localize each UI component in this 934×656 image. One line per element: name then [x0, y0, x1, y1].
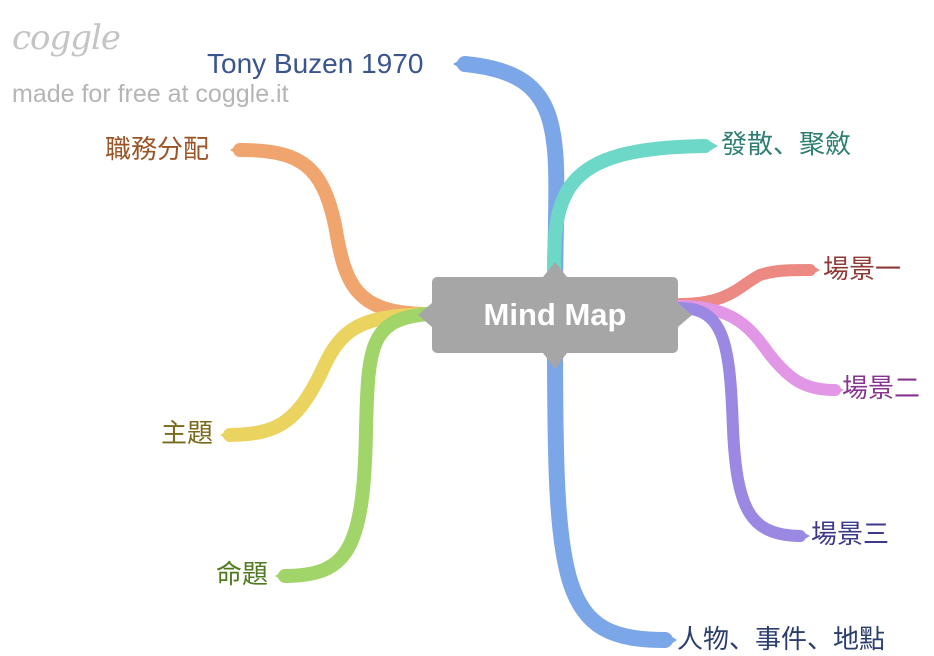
- node-label-topic[interactable]: 主題: [161, 419, 214, 449]
- branch-people-events-places[interactable]: [547, 327, 673, 648]
- watermark-text: made for free at coggle.it: [12, 80, 289, 108]
- branch-scene-three[interactable]: [674, 302, 806, 542]
- branch-scene-two[interactable]: [674, 300, 841, 396]
- branch-scene-one[interactable]: [674, 264, 816, 310]
- branch-topic[interactable]: [223, 307, 437, 442]
- arrow-tip-duty: [230, 143, 242, 157]
- center-node-label: Mind Map: [483, 297, 627, 332]
- branch-duty-assignment[interactable]: [233, 143, 437, 321]
- node-label-scene-two[interactable]: 場景二: [842, 374, 921, 404]
- arrow-tip-topic: [220, 428, 232, 442]
- arrow-tip-tony: [453, 56, 466, 72]
- branch-divergence[interactable]: [547, 139, 712, 302]
- branch-proposition[interactable]: [278, 307, 437, 583]
- arrow-tip-scene-three: [799, 530, 810, 542]
- node-label-duty-assignment[interactable]: 職務分配: [105, 135, 210, 165]
- arrow-tip-divergence: [706, 139, 718, 153]
- arrow-tip-scene-two: [833, 384, 844, 396]
- arrow-tip-scene-one: [809, 264, 820, 276]
- node-label-divergence[interactable]: 發散、聚斂: [721, 130, 852, 160]
- node-label-proposition[interactable]: 命題: [216, 560, 269, 590]
- coggle-logo: coggle: [12, 18, 121, 58]
- node-label-people-events-places[interactable]: 人物、事件、地點: [677, 625, 886, 655]
- node-label-tony-buzen[interactable]: Tony Buzen 1970: [207, 48, 424, 79]
- node-label-scene-three[interactable]: 場景三: [811, 520, 890, 550]
- node-label-scene-one[interactable]: 場景一: [823, 255, 902, 285]
- center-node[interactable]: [432, 277, 678, 353]
- arrow-tip-people: [665, 632, 677, 648]
- arrow-tip-proposition: [275, 569, 287, 583]
- branch-tony-buzen[interactable]: [457, 56, 565, 303]
